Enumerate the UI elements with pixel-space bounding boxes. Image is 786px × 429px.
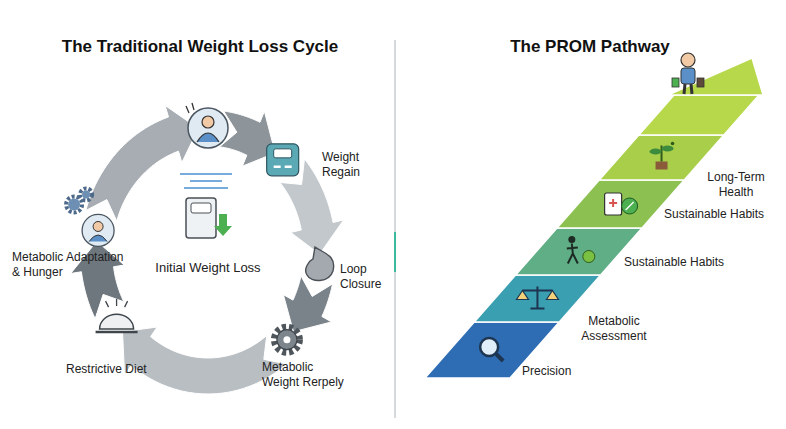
node-label: Initial Weight Loss (148, 260, 268, 276)
panel-divider (394, 40, 396, 418)
cycle-center-label: Initial Weight Loss (148, 260, 268, 276)
scale-icon (186, 198, 216, 238)
node-label: Metabolic Adaptation & Hunger (12, 250, 125, 280)
person-head (202, 116, 214, 128)
node-label: Metabolic Assessment (572, 314, 656, 344)
scale-feet (274, 166, 292, 169)
pathway-step: Sustainable Habits (624, 255, 744, 270)
motion-line (190, 180, 222, 182)
gear-teeth (274, 327, 300, 353)
scale-icon (267, 144, 299, 176)
down-arrow (214, 214, 232, 236)
gear-body (277, 330, 297, 350)
leaf-badge (622, 198, 638, 214)
plate-base (96, 331, 138, 334)
cycle-arrow (86, 106, 198, 221)
pathway-step: Metabolic Assessment (572, 314, 656, 344)
node-label: Restrictive Diet (66, 362, 176, 377)
plant-leaf (662, 146, 674, 152)
person-legs (684, 84, 692, 94)
cycle-stage: Metabolic Adaptation & Hunger (12, 250, 125, 280)
center-icon (180, 174, 232, 238)
pathway-step-band (474, 275, 600, 322)
person-badge (82, 214, 114, 246)
person-torso (681, 68, 695, 84)
scale-dial (191, 203, 211, 213)
food-box (605, 193, 622, 215)
leaf-vein (626, 202, 634, 210)
person-badge (188, 108, 228, 148)
person-body (89, 235, 107, 242)
motion-line (180, 173, 232, 175)
cycle-ring (71, 106, 344, 394)
person-on-top (672, 53, 704, 94)
plate-dome (100, 314, 134, 329)
pathway-step-band (516, 228, 642, 275)
person-head (681, 53, 695, 67)
stomach-icon (306, 247, 334, 281)
divider-accent (394, 232, 396, 272)
cycle-stage: Restrictive Diet (66, 362, 176, 377)
person-body (197, 133, 219, 142)
magnifier-lens (480, 338, 498, 356)
cycle-stage: Loop Closure (340, 262, 392, 292)
sparkle-dot (671, 142, 675, 146)
pathway-step-band (599, 135, 724, 180)
stress-marks (186, 103, 194, 113)
person-head (93, 221, 103, 231)
node-label: Loop Closure (340, 262, 392, 292)
plant-pot (656, 162, 668, 170)
node-label: Precision (522, 364, 602, 379)
node-label: Long-Term Health (700, 170, 772, 200)
grocery-bag (697, 78, 704, 87)
pathway-top-band (639, 95, 759, 135)
grocery-bag (672, 78, 679, 87)
apple-icon (583, 251, 595, 263)
pathway-step: Long-Term Health (700, 170, 772, 200)
panel-heading: The PROM Pathway (460, 37, 720, 57)
magnifier-handle (496, 354, 503, 361)
node-label: Metabolic Weight Rerpely (262, 360, 350, 390)
gear-teeth (66, 196, 82, 212)
walker-body (567, 244, 578, 264)
motion-line (184, 187, 228, 189)
gear-hub (283, 336, 290, 343)
box-cross (609, 199, 617, 207)
gear-body (68, 198, 80, 210)
balance-pan (516, 291, 528, 300)
balance-pan (546, 291, 558, 300)
gear-body (82, 190, 90, 198)
plant-leaf (650, 149, 662, 155)
node-label: Sustainable Habits (624, 255, 744, 270)
cycle-icons (66, 103, 334, 353)
alert-lines (106, 299, 128, 307)
panel-heading: The Traditional Weight Loss Cycle (30, 37, 370, 57)
walker-head (568, 236, 575, 243)
node-label: Weight Regain (322, 150, 380, 180)
node-label: Sustainable Habits (664, 207, 782, 222)
cycle-stage: Metabolic Weight Rerpely (262, 360, 350, 390)
cycle-stage: Weight Regain (322, 150, 380, 180)
cycle-arrow (283, 276, 332, 332)
gear-teeth (80, 188, 92, 200)
step-icons (480, 142, 674, 361)
pathway-step: Sustainable Habits (664, 207, 782, 222)
pathway-step: Precision (522, 364, 602, 379)
scale-dial (274, 149, 292, 158)
